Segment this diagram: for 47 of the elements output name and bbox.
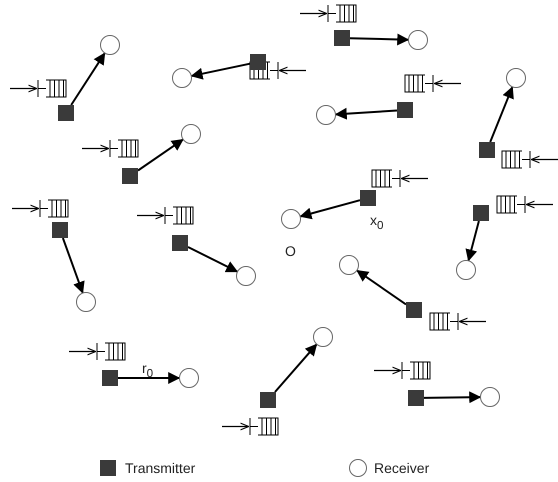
receiver-circle — [506, 68, 526, 88]
receiver-circle — [456, 260, 476, 280]
receiver-circle — [100, 35, 120, 55]
transmitter-square — [334, 30, 350, 46]
transmitter-square — [250, 54, 266, 70]
transmitter-square — [172, 235, 188, 251]
transmitter-square — [58, 105, 74, 121]
point-label: r$_{0}$ — [142, 360, 154, 380]
transmitter-square — [102, 370, 118, 386]
receiver-circle — [181, 124, 201, 144]
receiver-circle — [172, 68, 192, 88]
transmitter-square — [397, 102, 413, 118]
arrow — [424, 391, 482, 404]
receiver-circle — [316, 105, 336, 125]
point-label: x$_{0}$ — [370, 212, 384, 232]
transmitter-square — [52, 222, 68, 238]
legend-label: Receiver — [374, 460, 430, 476]
arrow — [466, 220, 480, 262]
receiver-circle — [281, 209, 301, 229]
arrow — [356, 270, 407, 306]
receiver-circle — [408, 30, 428, 50]
transmitter-square — [122, 168, 138, 184]
point-label: O — [285, 243, 296, 259]
arrow — [188, 246, 238, 272]
transmitter-square — [473, 205, 489, 221]
receiver-circle — [236, 266, 256, 286]
arrow — [118, 372, 180, 384]
transmitter-square — [360, 190, 376, 206]
arrow — [274, 344, 318, 393]
arrow — [334, 108, 398, 120]
receiver-circle — [480, 387, 500, 407]
receiver-circle — [179, 368, 199, 388]
arrow — [300, 199, 360, 220]
receiver-circle — [339, 255, 359, 275]
transmitter-square — [479, 142, 495, 158]
arrow — [350, 33, 410, 46]
receiver-circle — [76, 292, 96, 312]
arrow — [62, 238, 85, 294]
arrow — [70, 52, 106, 106]
receiver-circle — [313, 327, 333, 347]
transmitter-square — [406, 302, 422, 318]
legend-label: Transmitter — [125, 460, 196, 476]
transmitter-square — [260, 392, 276, 408]
arrow — [489, 86, 514, 142]
transmitter-square — [408, 390, 424, 406]
arrow — [137, 138, 184, 172]
arrow — [190, 62, 250, 80]
